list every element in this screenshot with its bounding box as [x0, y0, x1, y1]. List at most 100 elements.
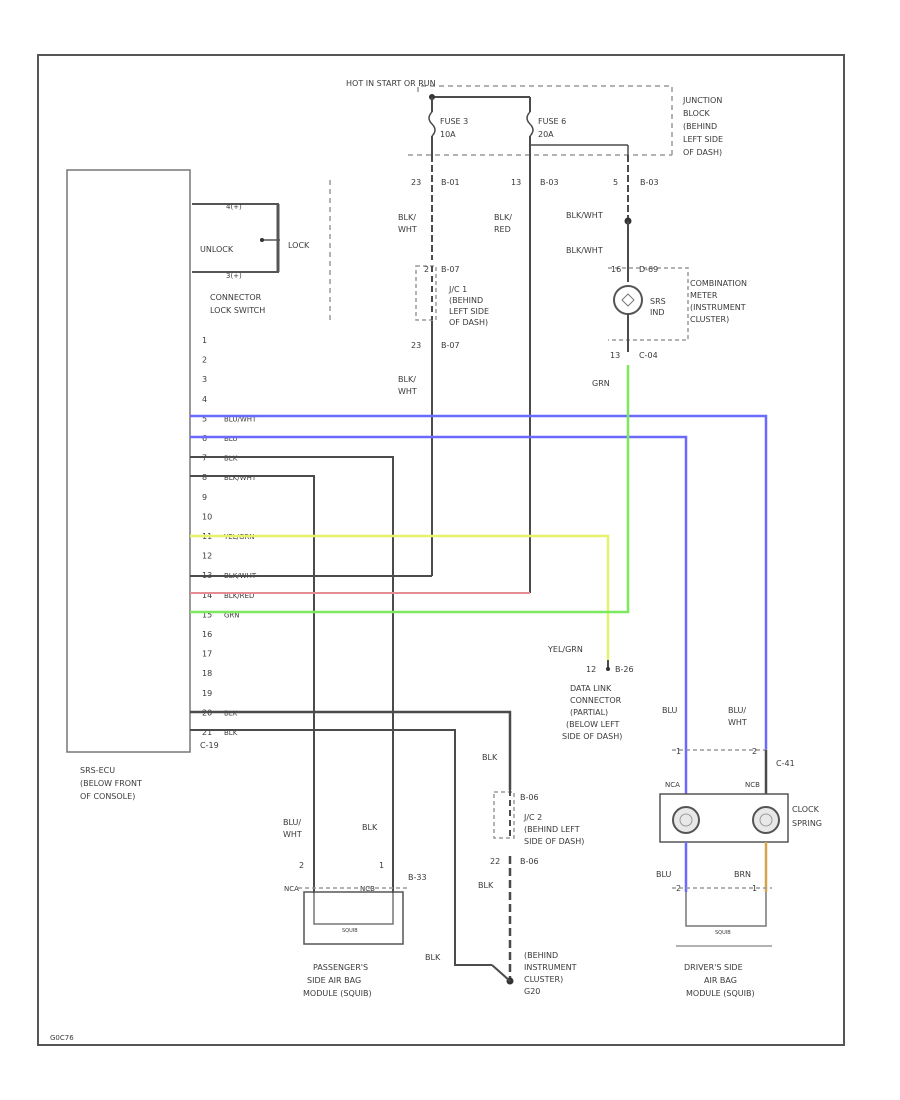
clock-spring-coil-icon — [752, 806, 780, 834]
svg-text:DRIVER'S SIDE: DRIVER'S SIDE — [684, 963, 743, 972]
svg-text:MODULE (SQUIB): MODULE (SQUIB) — [303, 989, 372, 998]
svg-text:CONNECTOR: CONNECTOR — [570, 696, 622, 705]
svg-text:22: 22 — [490, 857, 500, 866]
srs-ecu-pin-12: 12 — [202, 552, 212, 561]
svg-text:SPRING: SPRING — [792, 819, 822, 828]
label-yel-grn: YEL/GRN — [547, 645, 583, 654]
svg-text:B-26: B-26 — [615, 665, 634, 674]
srs-ecu-pin-10: 10 — [202, 512, 212, 521]
svg-text:IND: IND — [650, 308, 665, 317]
svg-text:OF DASH): OF DASH) — [683, 148, 722, 157]
svg-text:BLK/WHT: BLK/WHT — [566, 211, 603, 220]
svg-text:BRN: BRN — [734, 870, 751, 879]
diagram-code: G0C76 — [50, 1034, 74, 1042]
svg-text:1: 1 — [379, 861, 384, 870]
svg-text:2: 2 — [299, 861, 304, 870]
svg-text:FUSE 3: FUSE 3 — [440, 117, 468, 126]
svg-text:2: 2 — [752, 747, 757, 756]
svg-text:BLU: BLU — [656, 870, 672, 879]
svg-text:(BEHIND: (BEHIND — [683, 122, 717, 131]
svg-text:C-04: C-04 — [639, 351, 658, 360]
wire-blk-pin7 — [190, 456, 394, 860]
ground-g20: (BEHIND INSTRUMENT CLUSTER) G20 — [491, 951, 577, 996]
svg-text:AIR BAG: AIR BAG — [704, 976, 737, 985]
svg-text:SRS-ECU: SRS-ECU — [80, 766, 115, 775]
diagram-frame — [37, 54, 845, 1046]
hot-label: HOT IN START OR RUN — [346, 79, 436, 88]
svg-text:RED: RED — [494, 225, 511, 234]
srs-ecu-pin-6: 6 — [202, 434, 207, 443]
srs-ecu-pin-label-21: BLK — [224, 729, 238, 737]
srs-ecu-pin-17: 17 — [202, 650, 212, 659]
svg-text:NCB: NCB — [360, 885, 375, 893]
data-link-connector: 12 B-26 DATA LINK CONNECTOR (PARTIAL) (B… — [562, 660, 634, 741]
wire-blk-wht-meter: BLK/WHT BLK/WHT — [566, 155, 632, 282]
svg-text:(BEHIND: (BEHIND — [449, 296, 483, 305]
srs-ecu-pin-9: 9 — [202, 493, 207, 502]
svg-text:FUSE 6: FUSE 6 — [538, 117, 566, 126]
svg-text:C-41: C-41 — [776, 759, 795, 768]
srs-indicator-lamp — [613, 285, 643, 315]
srs-ecu-pin-16: 16 — [202, 630, 212, 639]
svg-text:J/C 2: J/C 2 — [523, 813, 542, 822]
svg-text:BLU/: BLU/ — [283, 818, 301, 827]
srs-ecu-pin-1: 1 — [202, 336, 207, 345]
svg-text:BLK/: BLK/ — [398, 213, 416, 222]
svg-text:BLK/WHT: BLK/WHT — [566, 246, 603, 255]
label-grn: GRN — [592, 379, 610, 388]
svg-text:3(+): 3(+) — [226, 272, 242, 280]
svg-text:NCB: NCB — [745, 781, 760, 789]
wire-blk-pin20 — [190, 710, 512, 790]
svg-text:COMBINATION: COMBINATION — [690, 279, 747, 288]
svg-text:BLOCK: BLOCK — [683, 109, 711, 118]
svg-text:20A: 20A — [538, 130, 554, 139]
wire-blu-wht-pin5 — [190, 414, 768, 750]
svg-text:BLK: BLK — [362, 823, 378, 832]
srs-ecu-pin-2: 2 — [202, 356, 207, 365]
combination-meter: 16 D-69 SRS IND COMBINATION METER (INSTR… — [608, 265, 747, 360]
fuse-conn-b03a: B-03 — [540, 178, 559, 187]
svg-text:CLUSTER): CLUSTER) — [690, 315, 729, 324]
svg-text:LOCK: LOCK — [288, 241, 310, 250]
clock-spring-coil-icon — [672, 806, 700, 834]
svg-text:NCA: NCA — [665, 781, 680, 789]
svg-text:SQUIB: SQUIB — [342, 928, 358, 934]
svg-text:LOCK SWITCH: LOCK SWITCH — [210, 306, 265, 315]
svg-text:METER: METER — [690, 291, 718, 300]
srs-ecu-pin-19: 19 — [202, 689, 212, 698]
svg-text:SIDE AIR BAG: SIDE AIR BAG — [307, 976, 361, 985]
svg-text:LEFT SIDE: LEFT SIDE — [449, 307, 489, 316]
svg-text:BLK: BLK — [478, 881, 494, 890]
srs-ecu-pin-label-7: BLK — [224, 455, 238, 463]
srs-ecu-pin-21: 21 — [202, 728, 212, 737]
svg-text:WHT: WHT — [398, 387, 417, 396]
svg-text:(BELOW LEFT: (BELOW LEFT — [566, 720, 620, 729]
srs-ecu-pin-8: 8 — [202, 473, 207, 482]
srs-ecu-pin-label-14: BLK/RED — [224, 592, 254, 600]
svg-text:SRS: SRS — [650, 297, 666, 306]
srs-ecu-pin-label-5: BLU/WHT — [224, 415, 257, 423]
driver-airbag-module: BLU BRN 2 1 SQUIB DRIVER'S SIDE AIR BAG … — [656, 870, 772, 998]
srs-ecu-pin-18: 18 — [202, 669, 212, 678]
svg-text:1: 1 — [752, 884, 757, 893]
jc2: BLK B-06 J/C 2 (BEHIND LEFT SIDE OF DASH… — [425, 753, 584, 980]
svg-text:23: 23 — [411, 341, 421, 350]
srs-ecu-pin-4: 4 — [202, 395, 207, 404]
wire-blk-red-fuse6: BLK/ RED — [494, 155, 531, 593]
svg-text:2: 2 — [424, 265, 429, 274]
svg-text:UNLOCK: UNLOCK — [200, 245, 234, 254]
svg-text:(BEHIND: (BEHIND — [524, 951, 558, 960]
wire-yel-grn-pin11 — [190, 534, 610, 660]
srs-ecu-pin-14: 14 — [202, 591, 212, 600]
svg-text:CLUSTER): CLUSTER) — [524, 975, 563, 984]
svg-text:BLU: BLU — [662, 706, 678, 715]
fuse-pin-5: 5 — [613, 178, 618, 187]
svg-text:WHT: WHT — [728, 718, 747, 727]
svg-text:2: 2 — [676, 884, 681, 893]
srs-ecu-pin-label-6: BLU — [224, 435, 237, 443]
srs-ecu-pin-label-8: BLK/WHT — [224, 474, 257, 482]
srs-ecu-pin-5: 5 — [202, 414, 207, 423]
svg-text:(INSTRUMENT: (INSTRUMENT — [690, 303, 746, 312]
srs-ecu-pin-15: 15 — [202, 610, 212, 619]
